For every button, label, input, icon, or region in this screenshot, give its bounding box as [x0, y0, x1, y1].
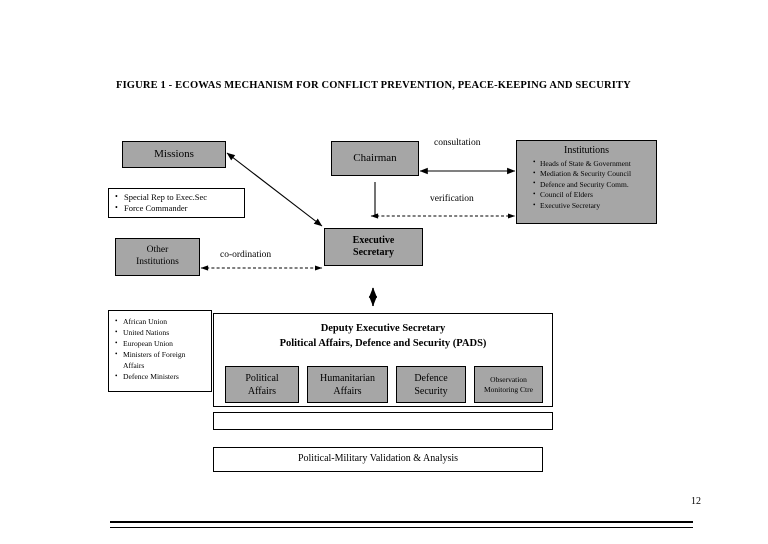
node-institutions-title: Institutions — [563, 145, 609, 156]
list-item: Executive Secretary — [533, 201, 650, 212]
list-item: Special Rep to Exec.Sec — [115, 191, 240, 203]
node-observation-monitoring-centre[interactable]: Observation Monitoring Ctre — [474, 366, 543, 403]
node-special-rep[interactable]: Special Rep to Exec.Sec Force Commander — [108, 188, 245, 218]
list-item: African Union — [115, 316, 208, 327]
list-item: European Union — [115, 338, 208, 349]
node-pads[interactable]: Deputy Executive Secretary Political Aff… — [213, 313, 553, 407]
node-pads-header: Deputy Executive Secretary Political Aff… — [279, 323, 487, 350]
node-members[interactable]: African Union United Nations European Un… — [108, 310, 212, 392]
node-humanitarian-affairs-label: Humanitarian Affairs — [320, 372, 375, 397]
list-item: Ministers of Foreign Affairs — [115, 349, 208, 371]
node-defence-security-label: Defence Security — [414, 372, 448, 397]
node-validation-label: Political-Military Validation & Analysis — [297, 453, 459, 465]
list-item: United Nations — [115, 327, 208, 338]
institutions-list: Heads of State & Government Mediation & … — [523, 158, 650, 212]
list-item: Force Commander — [115, 203, 240, 214]
node-other-institutions-label: Other Institutions — [136, 245, 179, 267]
label-coordination: co-ordination — [220, 250, 272, 260]
list-item: Mediation & Security Council — [533, 169, 650, 180]
node-defence-security[interactable]: Defence Security — [396, 366, 466, 403]
special-rep-list: Special Rep to Exec.Sec Force Commander — [115, 191, 240, 215]
node-other-institutions[interactable]: Other Institutions — [115, 238, 200, 276]
list-item: Defence and Security Comm. — [533, 179, 650, 191]
node-validation[interactable]: Political-Military Validation & Analysis — [213, 447, 543, 472]
label-consultation: consultation — [434, 138, 481, 148]
node-missions-label: Missions — [154, 147, 194, 160]
list-item: Council of Elders — [533, 190, 650, 201]
node-empty-strip — [213, 412, 553, 430]
node-missions[interactable]: Missions — [122, 141, 226, 168]
node-political-affairs-label: Political Affairs — [245, 372, 279, 397]
node-humanitarian-affairs[interactable]: Humanitarian Affairs — [307, 366, 388, 403]
footer-rule — [110, 521, 693, 528]
node-institutions[interactable]: Institutions Heads of State & Government… — [516, 140, 657, 224]
label-verification: verification — [430, 194, 474, 204]
page-title: FIGURE 1 - ECOWAS MECHANISM FOR CONFLICT… — [116, 80, 631, 91]
node-chairman-label: Chairman — [353, 151, 397, 164]
node-observation-monitoring-centre-label: Observation Monitoring Ctre — [484, 374, 533, 394]
pads-department-row: Political Affairs Humanitarian Affairs D… — [214, 366, 554, 406]
members-list: African Union United Nations European Un… — [115, 316, 208, 382]
page-number: 12 — [691, 496, 701, 507]
node-chairman[interactable]: Chairman — [331, 141, 419, 176]
list-item: Heads of State & Government — [533, 158, 650, 170]
node-executive-secretary-label: Executive Secretary — [352, 234, 395, 259]
list-item: Defence Ministers — [115, 371, 208, 382]
node-executive-secretary[interactable]: Executive Secretary — [324, 228, 423, 266]
node-political-affairs[interactable]: Political Affairs — [225, 366, 299, 403]
